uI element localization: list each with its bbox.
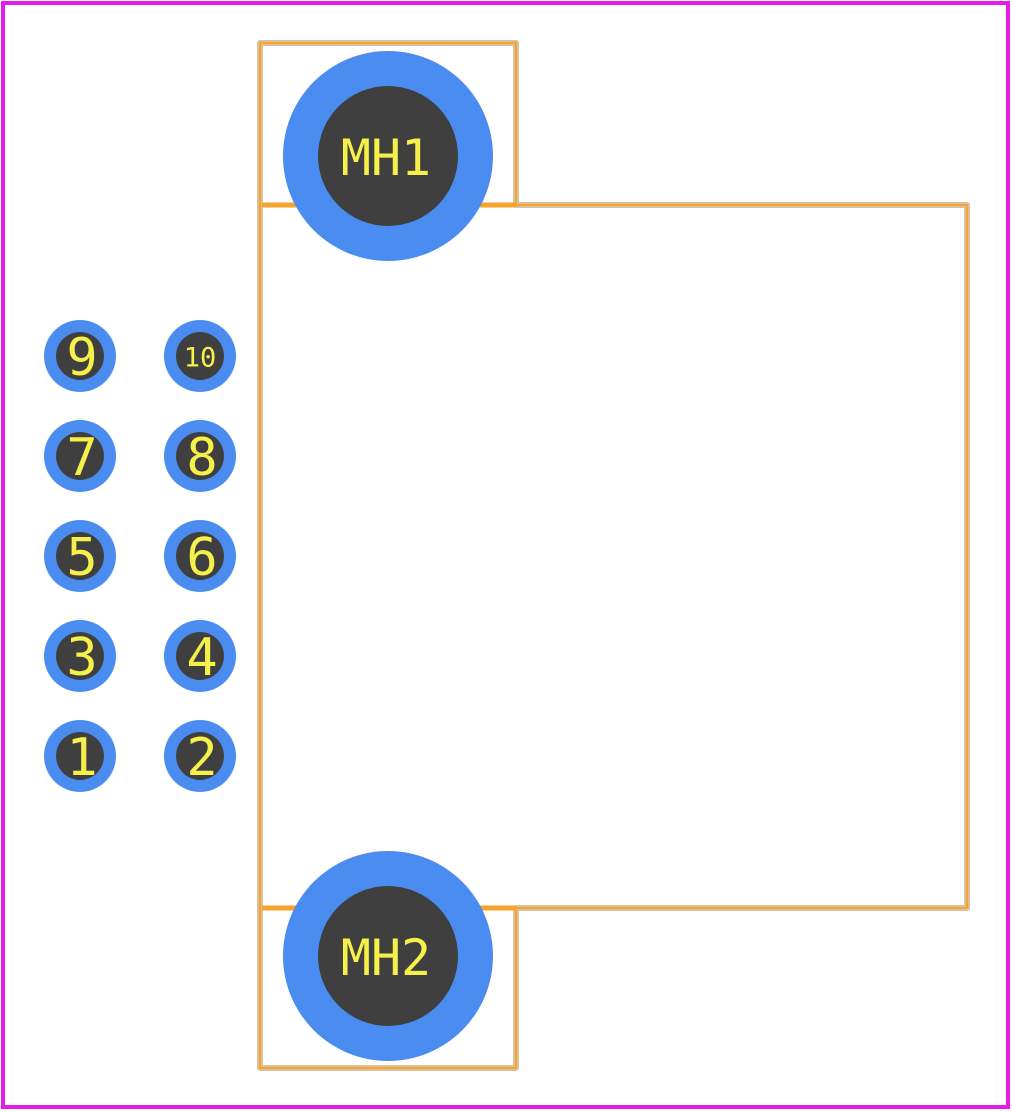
pin-7: 7 (44, 420, 116, 492)
pin-label: 4 (186, 628, 217, 688)
pin-label: 7 (66, 428, 97, 488)
pin-label: 5 (66, 528, 97, 588)
pin-1: 1 (44, 720, 116, 792)
pin-drill (56, 532, 104, 580)
pin-label: 10 (184, 343, 217, 374)
pin-9: 9 (44, 320, 116, 392)
mounting-hole-mh1: MH1 (283, 51, 493, 261)
pin-label: 1 (66, 728, 97, 788)
pin-drill (176, 332, 224, 380)
mounting-hole-label: MH2 (341, 929, 431, 987)
pin-drill (176, 532, 224, 580)
pin-drill (176, 632, 224, 680)
pin-drill (56, 332, 104, 380)
pin-3: 3 (44, 620, 116, 692)
pin-drill (56, 632, 104, 680)
mounting-hole-drill (318, 86, 458, 226)
mounting-hole-label: MH1 (341, 129, 431, 187)
pin-label: 6 (186, 528, 217, 588)
pin-drill (176, 432, 224, 480)
pin-4: 4 (164, 620, 236, 692)
pin-label: 8 (186, 428, 217, 488)
pin-label: 3 (66, 628, 97, 688)
pin-8: 8 (164, 420, 236, 492)
pin-label: 2 (186, 728, 217, 788)
mounting-hole-mh2: MH2 (283, 851, 493, 1061)
pin-label: 9 (66, 328, 97, 388)
pin-drill (56, 732, 104, 780)
silkscreen-body-line (259, 42, 968, 1069)
pin-drill (176, 732, 224, 780)
pin-5: 5 (44, 520, 116, 592)
pin-2: 2 (164, 720, 236, 792)
pin-drill (56, 432, 104, 480)
mounting-hole-drill (318, 886, 458, 1026)
pin-6: 6 (164, 520, 236, 592)
pin-10: 10 (164, 320, 236, 392)
